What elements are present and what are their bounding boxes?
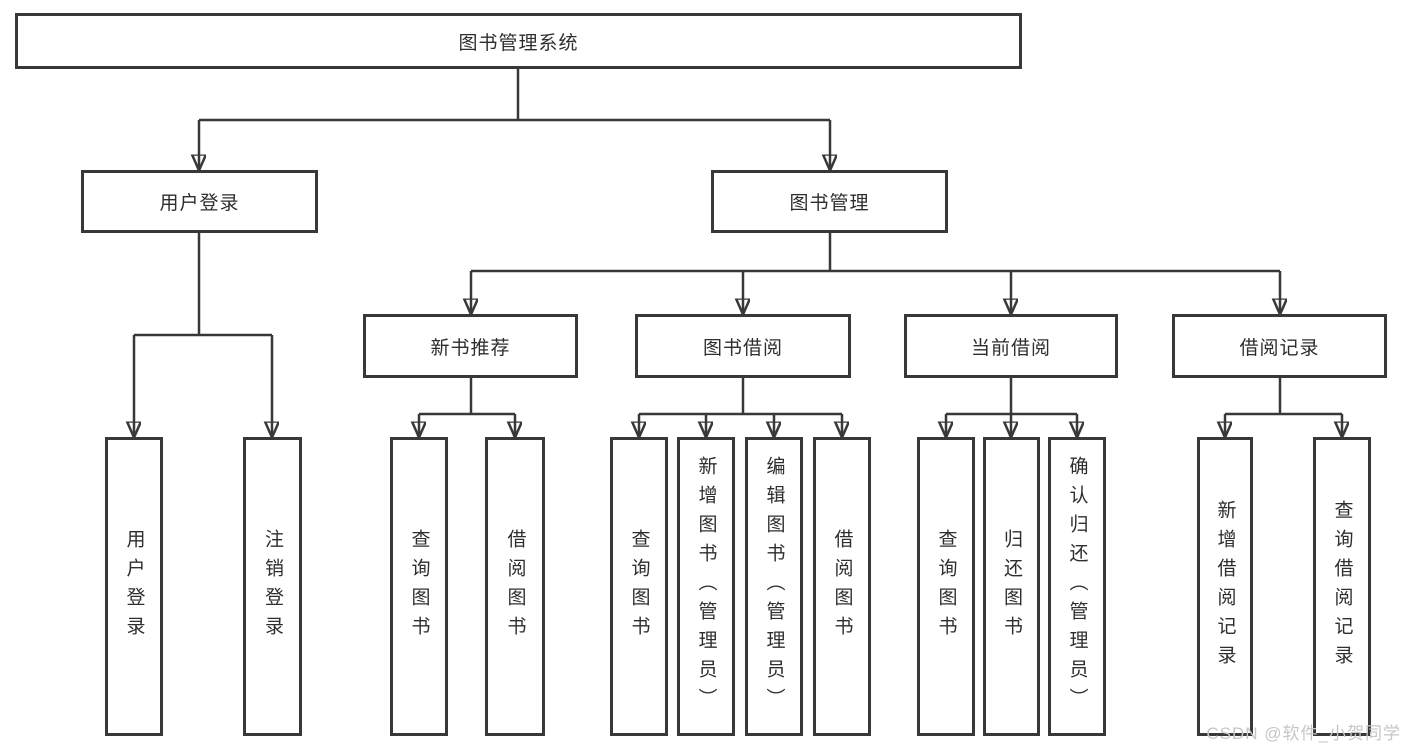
node-label: 借阅记录 (1239, 337, 1320, 359)
leaf-query-books-current: 查询图书 (917, 437, 975, 736)
node-label: 查询借阅记录 (1331, 499, 1353, 674)
node-label: 图书管理 (789, 193, 870, 214)
node-borrowing-records: 借阅记录 (1172, 314, 1387, 378)
node-label: 当前借阅 (970, 337, 1051, 359)
node-label: 用户登录 (159, 193, 240, 214)
node-book-borrowing: 图书借阅 (635, 314, 851, 378)
node-current-borrowing: 当前借阅 (904, 314, 1118, 378)
leaf-borrow-books-recommend: 借阅图书 (485, 437, 545, 736)
csdn-watermark: CSDN @软件_小贺同学 (1206, 724, 1401, 743)
leaf-edit-books-admin: 编辑图书（管理员） (745, 437, 803, 736)
node-label: 新增图书（管理员） (695, 456, 717, 717)
leaf-logout: 注销登录 (243, 437, 302, 736)
leaf-add-books-admin: 新增图书（管理员） (677, 437, 735, 736)
node-root: 图书管理系统 (15, 13, 1022, 69)
leaf-borrow-books-borrowing: 借阅图书 (813, 437, 871, 736)
node-label: 图书借阅 (702, 337, 783, 359)
node-book-management: 图书管理 (711, 170, 948, 233)
node-user-login: 用户登录 (81, 170, 318, 233)
node-new-book-recommend: 新书推荐 (363, 314, 578, 378)
node-label: 确认归还（管理员） (1066, 456, 1088, 717)
leaf-query-borrow-record: 查询借阅记录 (1313, 437, 1371, 736)
node-label: 新增借阅记录 (1214, 499, 1236, 674)
node-label: 查询图书 (935, 528, 957, 645)
leaf-confirm-return-admin: 确认归还（管理员） (1048, 437, 1106, 736)
node-label: 查询图书 (628, 528, 650, 645)
leaf-return-books: 归还图书 (983, 437, 1040, 736)
node-label: 图书管理系统 (458, 32, 579, 54)
leaf-user-login: 用户登录 (105, 437, 163, 736)
leaf-add-borrow-record: 新增借阅记录 (1197, 437, 1253, 736)
node-label: 编辑图书（管理员） (763, 456, 785, 717)
node-label: 查询图书 (408, 528, 430, 645)
leaf-query-books-recommend: 查询图书 (390, 437, 448, 736)
node-label: 借阅图书 (831, 528, 853, 645)
node-label: 归还图书 (1001, 528, 1022, 645)
node-label: 借阅图书 (504, 528, 526, 645)
leaf-query-books-borrowing: 查询图书 (610, 437, 668, 736)
node-label: 新书推荐 (430, 337, 511, 359)
node-label: 用户登录 (123, 528, 145, 645)
node-label: 注销登录 (262, 528, 283, 645)
